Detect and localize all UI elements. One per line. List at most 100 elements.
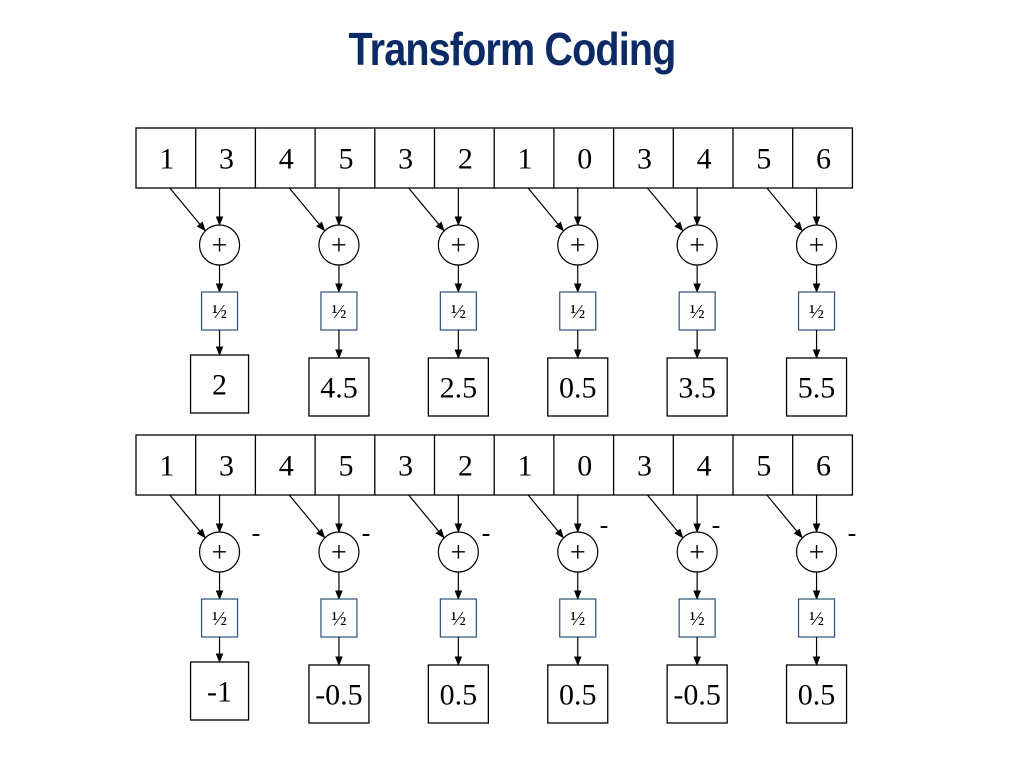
scale-box	[797, 598, 836, 638]
adder-symbol: +	[570, 231, 586, 262]
input-cell-value: 1	[159, 450, 174, 483]
output-box	[427, 357, 490, 417]
input-cell-value: 5	[756, 143, 771, 176]
arrow-diagonal	[527, 187, 564, 232]
output-value: 3.5	[678, 372, 716, 405]
arrow-diagonal	[766, 494, 803, 539]
input-cell-value: 5	[338, 143, 353, 176]
input-cell-value: 5	[338, 450, 353, 483]
output-value: 5.5	[798, 372, 836, 405]
output-box	[666, 664, 728, 724]
arrow-diagonal	[527, 494, 564, 539]
input-cell-value: 4	[279, 450, 294, 483]
input-cell-value: 6	[816, 143, 831, 176]
adder-symbol: +	[212, 538, 228, 569]
output-value: 2.5	[440, 372, 478, 405]
input-cell-value: 1	[159, 143, 174, 176]
input-cell-value: 0	[577, 143, 592, 176]
minus-sign: -	[848, 519, 857, 548]
output-box	[308, 664, 370, 724]
output-value: -0.5	[673, 679, 721, 712]
input-cell-value: 3	[637, 143, 652, 176]
output-value: 0.5	[798, 679, 836, 712]
minus-sign: -	[252, 519, 261, 548]
input-cell-value: 2	[458, 450, 473, 483]
output-box	[189, 661, 250, 721]
arrow-diagonal	[169, 494, 206, 539]
scale-box	[678, 291, 716, 331]
scale-label: ½	[212, 301, 227, 323]
input-cell-value: 2	[458, 143, 473, 176]
arrow-diagonal	[408, 494, 445, 539]
scale-label: ½	[331, 301, 346, 323]
input-cell-value: 3	[398, 143, 413, 176]
input-cell-value: 4	[697, 143, 712, 176]
input-cell-value: 1	[518, 143, 533, 176]
minus-sign: -	[712, 511, 721, 540]
output-box	[547, 357, 609, 417]
scale-box	[320, 598, 358, 638]
scale-label: ½	[570, 608, 585, 630]
panel-averages: 1 3 4 5 3 2 1 0 3 4 5 6 + ½ 2 + ½ 4.5 + ½ 2.5 + ½ 0.5 + ½ 3.5 + ½ 5.5	[135, 127, 854, 417]
output-value: 4.5	[320, 372, 358, 405]
output-value: 0.5	[440, 679, 478, 712]
input-cell-value: 3	[637, 450, 652, 483]
arrow-diagonal	[646, 187, 684, 232]
scale-label: ½	[212, 608, 227, 630]
scale-label: ½	[331, 608, 346, 630]
scale-label: ½	[690, 608, 705, 630]
adder-symbol: +	[809, 231, 825, 262]
scale-label: ½	[451, 608, 466, 630]
input-cell-value: 1	[518, 450, 533, 483]
adder-symbol: +	[331, 538, 347, 569]
output-box	[189, 354, 250, 414]
output-value: 2	[212, 369, 227, 402]
input-cell-value: 3	[219, 450, 234, 483]
scale-box	[200, 598, 239, 638]
scale-label: ½	[809, 608, 824, 630]
input-cell-value: 3	[219, 143, 234, 176]
adder-symbol: +	[689, 231, 705, 262]
scale-box	[200, 291, 239, 331]
output-box	[785, 357, 848, 417]
output-value: -1	[207, 676, 232, 709]
scale-label: ½	[809, 301, 824, 323]
output-box	[308, 357, 370, 417]
input-cell-value: 0	[577, 450, 592, 483]
minus-sign: -	[362, 519, 371, 548]
scale-box	[559, 291, 597, 331]
output-box	[785, 664, 848, 724]
input-cell-value: 4	[697, 450, 712, 483]
adder-symbol: +	[212, 231, 228, 262]
arrow-diagonal	[169, 187, 206, 232]
input-cell-value: 3	[398, 450, 413, 483]
adder-symbol: +	[331, 231, 347, 262]
scale-box	[439, 598, 477, 638]
output-box	[547, 664, 609, 724]
input-cell-value: 6	[816, 450, 831, 483]
adder-symbol: +	[450, 231, 466, 262]
scale-label: ½	[570, 301, 585, 323]
adder-symbol: +	[570, 538, 586, 569]
input-cell-value: 4	[279, 143, 294, 176]
output-value: 0.5	[559, 372, 597, 405]
output-box	[666, 357, 728, 417]
slide-title: Transform Coding	[348, 23, 677, 75]
scale-label: ½	[451, 301, 466, 323]
arrow-diagonal	[288, 187, 326, 232]
scale-box	[320, 291, 358, 331]
minus-sign: -	[600, 511, 609, 540]
scale-box	[797, 291, 836, 331]
arrow-diagonal	[766, 187, 803, 232]
adder-symbol: +	[450, 538, 466, 569]
adder-symbol: +	[689, 538, 705, 569]
arrow-diagonal	[408, 187, 445, 232]
arrow-diagonal	[646, 494, 684, 539]
scale-box	[559, 598, 597, 638]
output-value: -0.5	[315, 679, 363, 712]
scale-label: ½	[690, 301, 705, 323]
output-box	[427, 664, 490, 724]
adder-symbol: +	[809, 538, 825, 569]
